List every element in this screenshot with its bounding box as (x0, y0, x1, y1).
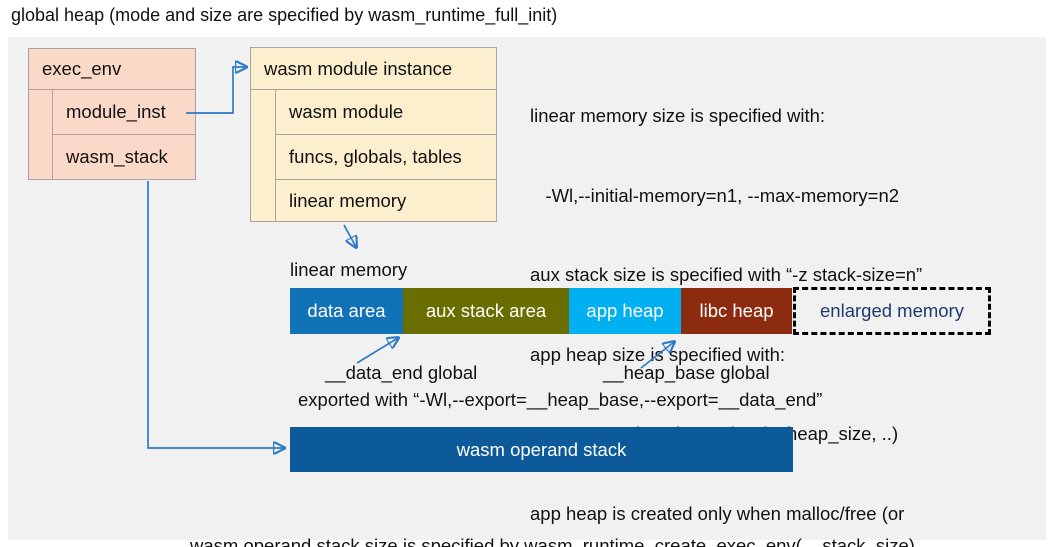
wasm-operand-stack-bar: wasm operand stack (290, 427, 793, 472)
wasm-module-instance-header: wasm module instance (251, 48, 496, 90)
note-line: linear memory size is specified with: (530, 105, 826, 126)
segment-enlarged-memory: enlarged memory (793, 287, 991, 335)
diagram-title: global heap (mode and size are specified… (11, 5, 558, 25)
wasm-module-instance-box: wasm module instance wasm module funcs, … (250, 47, 497, 222)
linear-memory-bar: data area aux stack area app heap libc h… (290, 288, 792, 334)
segment-app-heap: app heap (569, 288, 681, 334)
wasm-module-instance-body: wasm module funcs, globals, tables linea… (251, 90, 496, 221)
exec-env-header: exec_env (29, 49, 195, 90)
instance-field-linear-memory: linear memory (289, 189, 407, 211)
operand-stack-size-note: wasm operand stack size is specified by … (190, 481, 915, 547)
wasm-module-instance-indent-spacer (251, 90, 276, 221)
instance-field-funcs-globals-tables: funcs, globals, tables (276, 135, 496, 180)
data-end-global-label: __data_end global (325, 362, 478, 383)
note-line: -Wl,--initial-memory=n1, --max-memory=n2 (530, 184, 900, 206)
note-line: wasm operand stack size is specified by … (190, 535, 915, 547)
exec-env-box: exec_env module_inst wasm_stack (28, 48, 196, 180)
note-line: aux stack size is specified with “-z sta… (530, 264, 923, 285)
exec-env-indent-spacer (29, 90, 53, 179)
exported-with-label: exported with “-Wl,--export=__heap_base,… (298, 389, 823, 410)
note-line: app heap is created only when malloc/fre… (530, 502, 905, 524)
exec-env-field-module-inst: module_inst (53, 90, 195, 135)
segment-data-area: data area (290, 288, 403, 334)
segment-libc-heap: libc heap (681, 288, 792, 334)
note-line: app heap size is specified with: (530, 343, 786, 365)
heap-base-global-label: __heap_base global (603, 362, 770, 383)
exec-env-body: module_inst wasm_stack (29, 90, 195, 179)
linear-memory-label: linear memory (290, 259, 408, 280)
segment-aux-stack-area: aux stack area (403, 288, 569, 334)
instance-field-wasm-module: wasm module (276, 90, 496, 135)
exec-env-field-wasm-stack: wasm_stack (66, 146, 168, 167)
